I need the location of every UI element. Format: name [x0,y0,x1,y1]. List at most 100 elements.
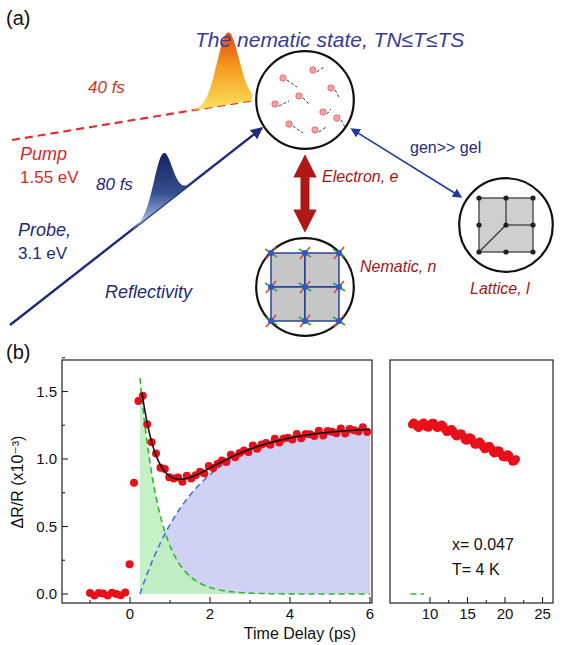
lattice-atom [503,195,508,200]
measurement-name: Reflectivity [105,282,192,303]
nematic-site [302,250,308,256]
nematic-site [302,284,308,290]
scattering-trace [319,127,326,132]
spin-bar [266,247,276,259]
spin-bar [334,281,344,293]
nematic-site [268,250,274,256]
spin-bar [299,249,311,257]
lattice-atom [530,195,535,200]
spin-bar [334,315,344,327]
circle-border [459,178,553,272]
electron-dot [320,109,326,115]
electron-dot [334,115,340,121]
spin-bar [266,281,276,293]
electron-circle: Electron, e [255,50,355,150]
tick-label: 10 [422,605,439,622]
spin-bar [265,249,277,257]
lattice-cell [479,198,533,252]
electron-dot [296,93,302,99]
nematic-site [268,284,274,290]
spin-bar [266,315,276,327]
tick-label: 0.0 [36,585,57,602]
axis-title: Time Delay (ps) [244,625,356,643]
lattice-bond [505,198,506,225]
tick-label: 0.5 [36,518,57,535]
electron-dot [310,67,316,73]
spin-bar [299,317,311,325]
spin-bar [265,317,277,325]
node-label: Nematic, n [360,258,436,276]
panel-letter: (b) [6,341,30,364]
pump-beam [12,101,252,141]
tick-label: 6 [366,605,374,622]
spin-bar [300,247,310,259]
panel-title: The nematic state, TN≤T≤TS [195,28,464,52]
lattice-circle: Lattice, l [458,177,554,273]
scattering-trace [335,90,339,97]
node-label: Electron, e [322,168,398,186]
pulse-duration: 40 fs [88,78,125,98]
photon-energy: 3.1 eV [18,244,67,264]
spin-bar [333,249,345,257]
spin-bar [333,283,345,291]
circle-outline [255,237,355,337]
data-point [126,560,134,568]
circle-outline [255,50,355,150]
electron-dot [328,85,334,91]
spin-bar [299,283,311,291]
scattering-trace [341,120,345,127]
nematic-site [268,318,274,324]
axis-ticks [62,358,543,603]
lattice-atom [503,249,508,254]
electron-dot [272,101,278,107]
plot-frame [390,360,553,603]
probe-pulse [132,153,194,230]
probe-beam [10,128,262,325]
coupling-arrow [301,176,310,210]
scattering-trace [303,98,310,105]
scattering-trace [317,67,324,72]
lattice-atom [476,195,481,200]
nematic-site [336,284,342,290]
spin-bar [265,283,277,291]
scattering-trace [279,101,289,106]
slow-component-curve [140,429,370,594]
lattice-bond [506,224,533,225]
tick-label: 25 [534,605,551,622]
fast-component-curve [140,378,370,594]
tick-label: 2 [206,605,214,622]
tick-label: 20 [497,605,514,622]
tick-label: 0 [126,605,134,622]
panel-letter: (a) [6,7,30,30]
tick-label: 1.0 [36,450,57,467]
lattice-atom [530,222,535,227]
photon-energy: 1.55 eV [20,168,79,188]
tick-label: 1.5 [36,383,57,400]
nematic-site [336,250,342,256]
scattering-trace [287,80,297,87]
fit-curve [142,393,370,480]
fast-component-area [140,378,370,594]
electron-dot [280,75,286,81]
circle-outline [458,177,554,273]
nematic-site [336,318,342,324]
beam-name: Pump [20,144,67,165]
beam-name: Probe, [18,220,71,241]
data-point [512,455,520,463]
fast-component-curve [411,593,425,595]
nematic-site [302,318,308,324]
circle-border [256,51,354,149]
data-points [86,392,520,600]
lattice-bond [479,225,506,252]
node-label: Lattice, l [470,280,530,298]
spin-bar [334,247,344,259]
spin-bar [333,317,345,325]
pulse-duration: 80 fs [96,175,133,195]
electron-dot [312,127,318,133]
plot-frame [62,360,372,603]
spin-bar [300,281,310,293]
annotation: T= 4 K [452,561,500,579]
tick-label: 15 [459,605,476,622]
scattering-trace [327,109,331,114]
electron-dot [286,121,292,127]
